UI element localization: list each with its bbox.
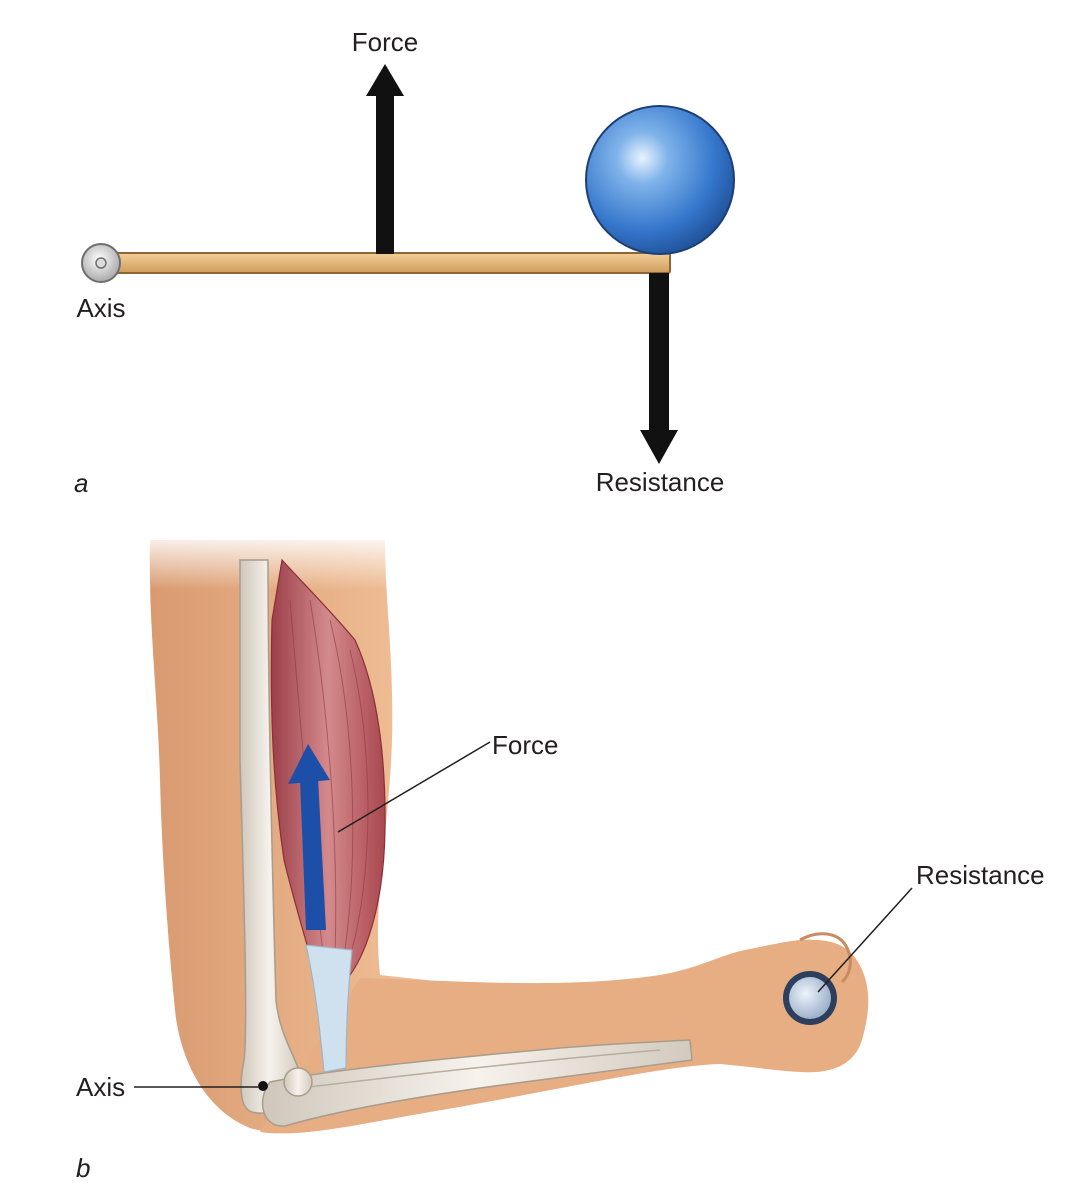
panel-b: Force Resistance Axis b xyxy=(76,530,1045,1183)
axis-pivot-icon xyxy=(81,243,121,283)
forearm-bones xyxy=(261,1039,693,1127)
force-leader-line xyxy=(337,741,491,833)
axis-label-b: Axis xyxy=(76,1072,125,1102)
hand-weight-icon xyxy=(783,971,837,1025)
fist-knuckles xyxy=(799,932,852,984)
biceps-tendon xyxy=(305,944,353,1073)
resistance-arrow-down xyxy=(640,273,678,464)
lever-bar xyxy=(107,252,671,274)
panel-label-b: b xyxy=(76,1153,90,1183)
resistance-label-b: Resistance xyxy=(916,860,1045,890)
resistance-leader-line xyxy=(817,887,913,993)
force-label-b: Force xyxy=(492,730,558,760)
elbow-joint xyxy=(258,1067,313,1097)
force-label-a: Force xyxy=(352,27,418,57)
panel-a: Force Axis Resistance a xyxy=(74,27,735,498)
resistance-label-a: Resistance xyxy=(596,467,725,497)
resistance-ball xyxy=(585,105,735,255)
panel-label-a: a xyxy=(74,468,88,498)
force-arrow-up xyxy=(366,64,404,254)
muscle-force-arrow xyxy=(288,744,330,930)
axis-point-icon xyxy=(258,1081,268,1091)
axis-label-a: Axis xyxy=(76,293,125,323)
